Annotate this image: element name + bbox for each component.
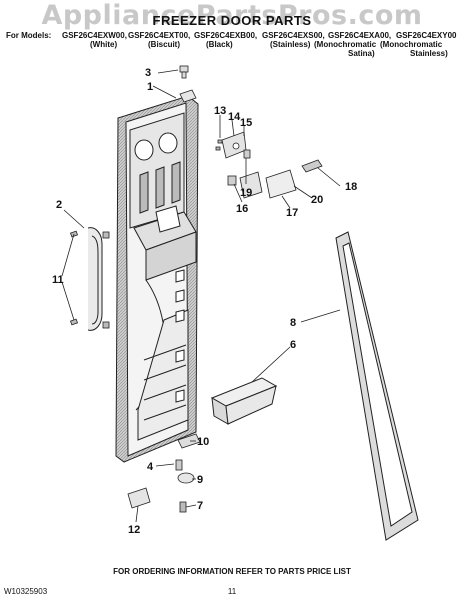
model-finish: (Monochromatic — [380, 40, 443, 49]
model-finish: (Stainless) — [270, 40, 311, 49]
callout-12: 12 — [128, 524, 140, 536]
model-finish: Satina) — [348, 49, 375, 58]
callout-14: 14 — [228, 111, 241, 123]
model-finish: (Black) — [206, 40, 233, 49]
callout-13: 13 — [214, 105, 226, 117]
callout-9: 9 — [197, 474, 203, 486]
freezer-door — [115, 95, 199, 463]
callout-6: 6 — [290, 339, 296, 351]
callout-15: 15 — [240, 117, 252, 129]
door-handle — [87, 227, 103, 331]
bottom-hinge-parts — [127, 433, 201, 513]
model-list: For Models: GSF26C4EXW00, GSF26C4EXT00, … — [6, 31, 458, 58]
callout-16: 16 — [236, 203, 248, 215]
models-prefix: For Models: — [6, 31, 52, 40]
door-shelf-bin — [210, 377, 278, 425]
callout-3: 3 — [145, 67, 151, 79]
top-hinge-pin — [179, 65, 189, 79]
model-number: GSF26C4EXA00, — [328, 31, 392, 40]
callout-8: 8 — [290, 317, 296, 329]
door-top-cap — [179, 89, 197, 103]
model-finish: Stainless) — [410, 49, 448, 58]
callout-labels: 1 2 3 4 6 7 8 9 10 11 12 13 14 15 16 17 … — [52, 67, 357, 536]
door-gasket — [335, 231, 419, 541]
model-number: GSF26C4EXY00 — [396, 31, 457, 40]
leader-lines — [61, 69, 341, 523]
dispenser-small-parts — [215, 131, 323, 199]
model-number: GSF26C4EXW00, — [62, 31, 127, 40]
ordering-note: FOR ORDERING INFORMATION REFER TO PARTS … — [113, 567, 351, 576]
page-title: FREEZER DOOR PARTS — [152, 13, 312, 28]
callout-2: 2 — [56, 199, 62, 211]
page-number: 11 — [227, 587, 237, 596]
callout-19: 19 — [240, 187, 252, 199]
callout-4: 4 — [147, 461, 154, 473]
model-finish: (Monochromatic — [314, 40, 377, 49]
callout-10: 10 — [197, 436, 209, 448]
model-number: GSF26C4EXS00, — [262, 31, 325, 40]
callout-11: 11 — [52, 274, 64, 286]
model-finish: (Biscuit) — [148, 40, 180, 49]
callout-1: 1 — [147, 81, 153, 93]
callout-7: 7 — [197, 500, 203, 512]
model-number: GSF26C4EXT00, — [128, 31, 191, 40]
model-number: GSF26C4EXB00, — [194, 31, 258, 40]
callout-20: 20 — [311, 194, 323, 206]
watermark: AppliancePartsPros.com — [41, 0, 423, 31]
document-number: W10325903 — [4, 587, 48, 596]
callout-18: 18 — [345, 181, 357, 193]
callout-17: 17 — [286, 207, 298, 219]
model-finish: (White) — [90, 40, 118, 49]
